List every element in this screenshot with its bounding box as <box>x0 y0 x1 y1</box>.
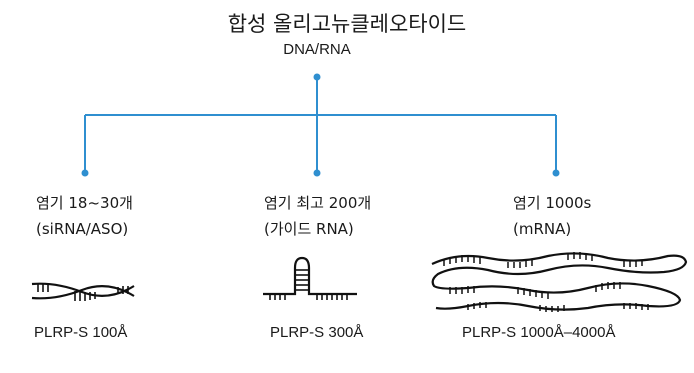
node-dot-right <box>552 169 560 177</box>
column-footer-siRNA: PLRP-S 100Å <box>34 324 128 341</box>
long-folded-strand-icon <box>431 252 688 312</box>
column-mRNA: 염기 1000s (mRNA) <box>513 190 591 242</box>
diagram-subtitle: DNA/RNA <box>283 41 351 58</box>
column-siRNA: 염기 18~30개 (siRNA/ASO) <box>36 190 133 242</box>
node-dot-left <box>81 169 89 177</box>
column-footer-guide-RNA: PLRP-S 300Å <box>270 324 364 341</box>
column-label-secondary: (가이드 RNA) <box>264 220 354 238</box>
column-footer-mRNA: PLRP-S 1000Å–4000Å <box>462 324 616 341</box>
column-guide-RNA: 염기 최고 200개 (가이드 RNA) <box>264 190 371 242</box>
diagram-title: 합성 올리고뉴클레오타이드 <box>227 12 467 36</box>
hairpin-loop-icon <box>263 256 357 300</box>
root-node-dot <box>313 73 321 81</box>
column-label-secondary: (mRNA) <box>513 220 572 238</box>
column-label-secondary: (siRNA/ASO) <box>36 220 129 238</box>
column-label-primary: 염기 최고 200개 <box>264 194 372 212</box>
node-dot-middle <box>313 169 321 177</box>
short-double-helix-icon <box>31 282 135 301</box>
column-label-primary: 염기 18~30개 <box>36 194 133 212</box>
column-label-primary: 염기 1000s <box>513 194 592 212</box>
